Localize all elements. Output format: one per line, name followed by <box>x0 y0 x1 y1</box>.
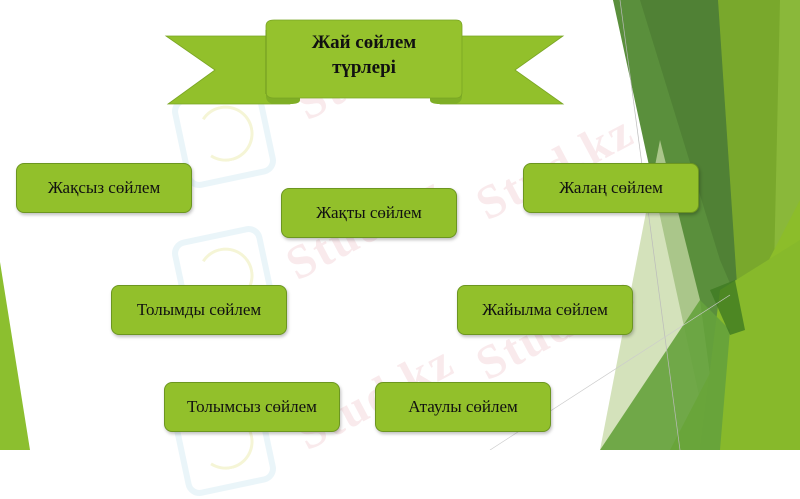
page-title: Жай сөйлем түрлері <box>266 30 462 80</box>
box-jaiylma-soilem: Жайылма сөйлем <box>457 285 633 335</box>
box-ataualy-soilem: Атаулы сөйлем <box>375 382 551 432</box>
box-label: Атаулы сөйлем <box>408 397 518 416</box>
box-label: Жайылма сөйлем <box>482 300 608 319</box>
box-tolymsyz-soilem: Толымсыз сөйлем <box>164 382 340 432</box>
box-label: Толымсыз сөйлем <box>187 397 317 416</box>
box-label: Жалаң сөйлем <box>559 178 663 197</box>
box-tolymdy-soilem: Толымды сөйлем <box>111 285 287 335</box>
box-label: Жақты сөйлем <box>316 203 422 222</box>
title-line-2: түрлері <box>332 57 396 78</box>
box-jaksyz-soilem: Жақсыз сөйлем <box>16 163 192 213</box>
box-label: Жақсыз сөйлем <box>47 178 161 197</box>
box-jalan-soilem: Жалаң сөйлем <box>523 163 699 213</box>
title-ribbon <box>164 19 565 105</box>
background-decoration <box>0 0 800 450</box>
box-jakty-soilem: Жақты сөйлем <box>281 188 457 238</box>
title-line-1: Жай сөйлем <box>311 32 417 53</box>
box-label: Толымды сөйлем <box>136 300 262 319</box>
